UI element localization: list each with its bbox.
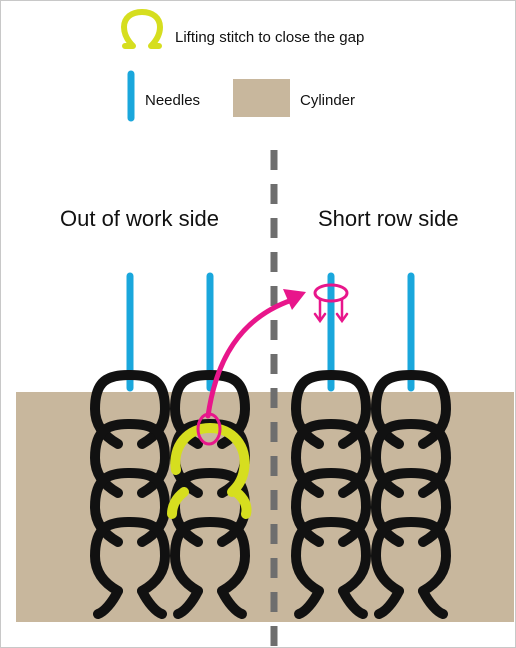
down-arrows-icon xyxy=(313,297,349,324)
transfer-arrowhead xyxy=(283,289,306,310)
cylinder-legend-label: Cylinder xyxy=(300,92,356,109)
transfer-arrow xyxy=(205,297,295,419)
knit-fabric-left xyxy=(95,375,245,619)
knit-fabric-right xyxy=(296,375,446,619)
needles-legend-label: Needles xyxy=(145,92,201,109)
lifting-stitch-legend-label: Lifting stitch to close the gap xyxy=(175,29,365,46)
lifting-stitch-legend-icon xyxy=(121,9,163,49)
out-of-work-side-label: Out of work side xyxy=(60,206,219,231)
short-row-side-label: Short row side xyxy=(318,206,459,231)
target-loop-icon xyxy=(313,283,349,303)
lifting-stitch xyxy=(167,422,252,519)
cylinder-legend-swatch xyxy=(233,79,290,117)
